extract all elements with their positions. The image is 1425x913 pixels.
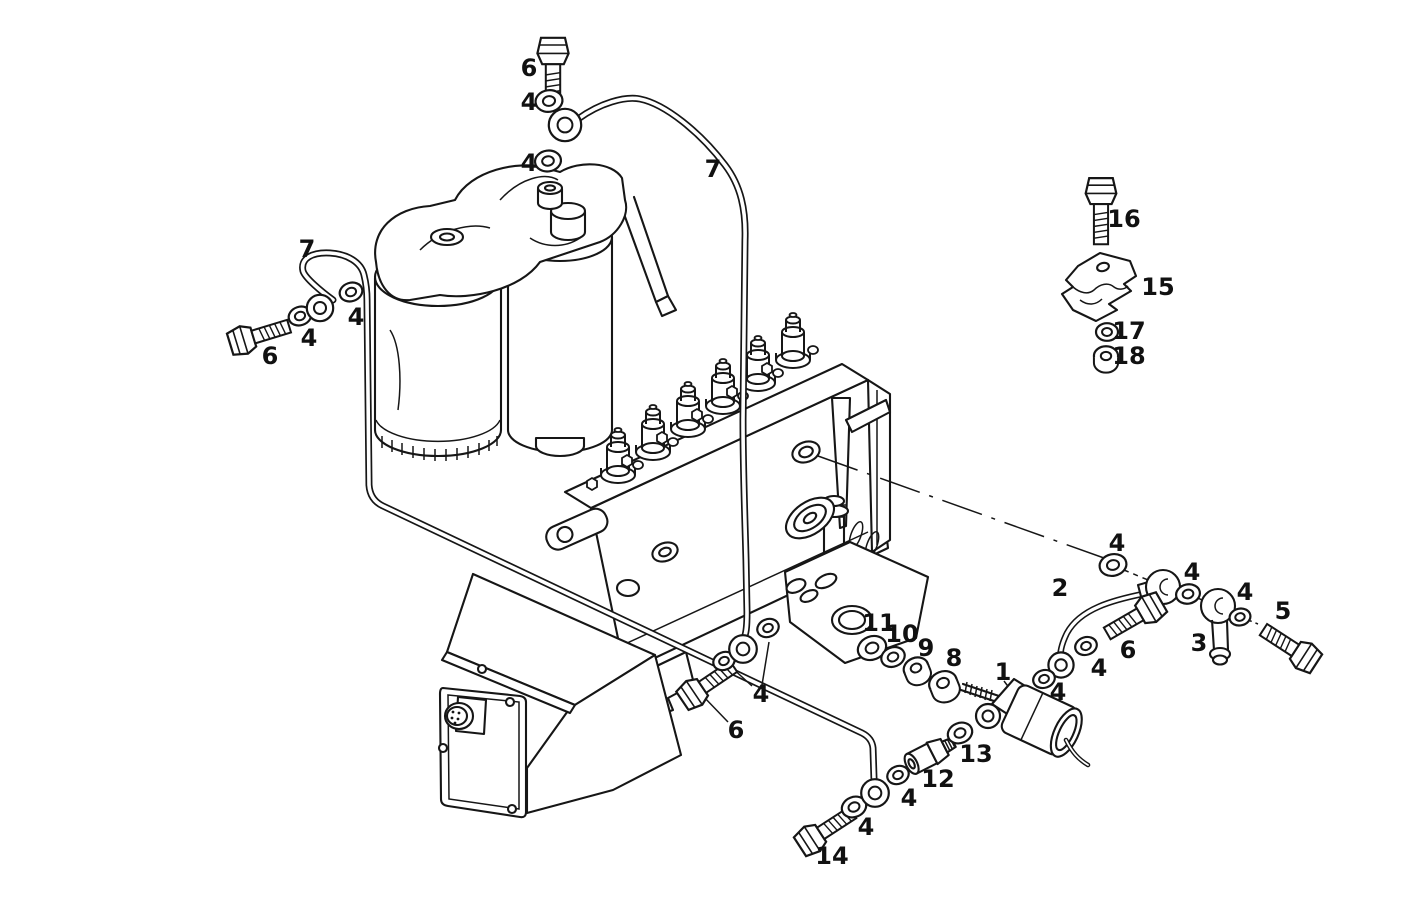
part-callout-6: 6 [1120, 636, 1137, 664]
return-banjo-chain-bottom [790, 717, 977, 861]
part-callout-5: 5 [1275, 597, 1292, 625]
shutoff-solenoid-1 [959, 677, 1091, 768]
part-callout-7: 7 [299, 235, 316, 263]
part-callout-3: 3 [1191, 629, 1208, 657]
panel-screw [506, 803, 518, 815]
part-callout-16: 16 [1107, 205, 1140, 233]
part-callout-4: 4 [858, 813, 875, 841]
part-callout-4: 4 [348, 303, 365, 331]
delivery-valve-holder [726, 335, 784, 399]
part-callout-8: 8 [946, 644, 963, 672]
part-callout-4: 4 [1109, 529, 1126, 557]
part-callout-12: 12 [921, 765, 954, 793]
stop-lever [545, 507, 609, 551]
part-callout-4: 4 [301, 324, 318, 352]
part-callout-6: 6 [262, 342, 279, 370]
inspection-port [791, 440, 821, 464]
panel-screw [504, 696, 516, 708]
part-callout-13: 13 [959, 740, 992, 768]
part-callout-4: 4 [1050, 678, 1067, 706]
part-callout-4: 4 [753, 680, 770, 708]
pump-end-plate [866, 378, 892, 554]
head-port [799, 589, 819, 603]
filter-mount-strut [618, 195, 678, 318]
overflow-union-3 [1199, 587, 1237, 666]
part-callout-4: 4 [1184, 558, 1201, 586]
electrical-connector [443, 695, 488, 736]
banjo-union [547, 107, 583, 143]
delivery-union-chain-right [1029, 550, 1326, 692]
head-boss [785, 578, 807, 594]
distributor-head [783, 494, 930, 665]
head-port [814, 572, 838, 590]
part-callout-4: 4 [521, 149, 538, 177]
banjo-bolt-chain-top [532, 36, 583, 175]
inspection-port [615, 578, 641, 598]
fuel-pipe-7-upper [574, 94, 751, 642]
part-callout-6: 6 [521, 54, 538, 82]
part-callout-11: 11 [862, 609, 895, 637]
sealing-washer-4 [532, 147, 564, 175]
head-block [783, 540, 930, 665]
part-callout-15: 15 [1141, 273, 1174, 301]
part-callout-9: 9 [918, 634, 935, 662]
leader-line-dashed [1123, 569, 1149, 581]
actuator-bevel [440, 650, 577, 715]
inspection-port [651, 541, 679, 563]
filter-outlet-neck [536, 180, 587, 242]
part-callout-6: 6 [728, 716, 745, 744]
part-callout-4: 4 [1237, 578, 1254, 606]
part-callout-4: 4 [901, 784, 918, 812]
banjo-union [727, 633, 759, 665]
banjo-bolt-chain-filter-side [224, 278, 367, 360]
part-callout-4: 4 [1091, 654, 1108, 682]
banjo-bolt-6 [224, 311, 295, 360]
sealing-washer-4 [753, 614, 783, 642]
fuel-filter-assembly [373, 163, 678, 461]
part-callout-10: 10 [885, 620, 918, 648]
fuel-pipe-7-lower [299, 249, 878, 783]
sealing-washer-4 [335, 278, 367, 306]
filter-head [374, 163, 628, 302]
solenoid-wire [1063, 737, 1091, 768]
part-callout-4: 4 [521, 88, 538, 116]
solenoid-body [1000, 684, 1083, 758]
drive-disc [785, 496, 835, 540]
governor-actuator [437, 572, 683, 819]
solenoid-stud [959, 681, 1001, 704]
leader-line-dashed [817, 455, 1105, 559]
solenoid-eye [974, 702, 1002, 730]
delivery-valve-holder [761, 312, 819, 376]
part-callout-18: 18 [1112, 342, 1145, 370]
part-callout-2: 2 [1052, 574, 1069, 602]
banjo-union [859, 777, 891, 809]
part-callout-17: 17 [1112, 317, 1145, 345]
part-callout-1: 1 [995, 658, 1012, 686]
leader-line-dashed [1197, 597, 1207, 603]
banjo-union [305, 293, 335, 323]
panel-screw [437, 742, 449, 754]
pipe-clamp-chain [1060, 176, 1138, 374]
pipe-clamp-15 [1060, 251, 1138, 323]
part-callout-7: 7 [705, 155, 722, 183]
panel-screw [476, 663, 488, 675]
bolt-5 [1254, 616, 1326, 678]
part-callout-14: 14 [815, 842, 848, 870]
